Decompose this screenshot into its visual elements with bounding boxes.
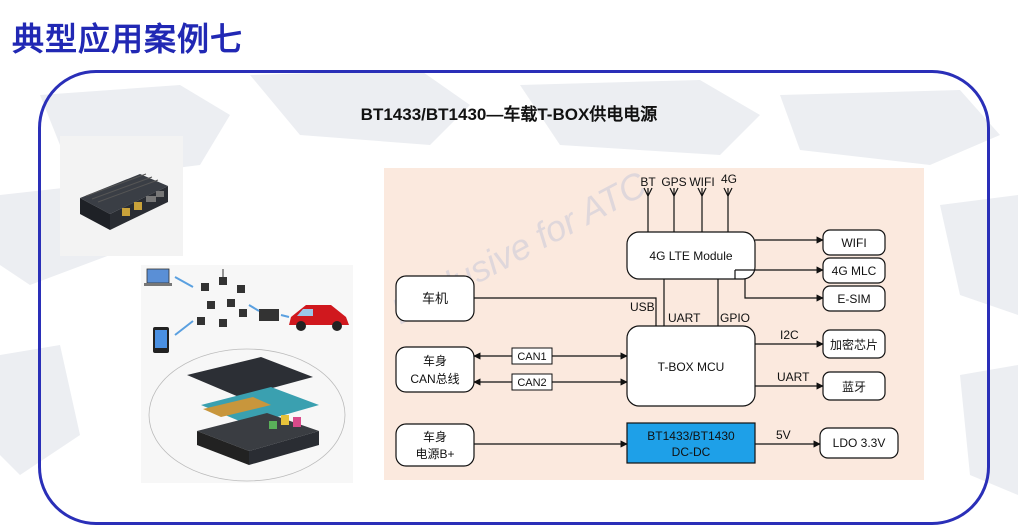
mlc-label: 4G MLC — [832, 264, 877, 278]
can2-label: CAN2 — [517, 377, 546, 389]
content-frame — [38, 70, 990, 525]
slide-title: 典型应用案例七 — [12, 20, 244, 58]
lte-module-label: 4G LTE Module — [649, 249, 732, 263]
can-bus-label-line2: CAN总线 — [410, 372, 459, 386]
ldo-label: LDO 3.3V — [833, 436, 886, 450]
can2-tag — [511, 373, 553, 391]
antenna-4g-label: 4G — [721, 172, 737, 186]
can-bus-label-line1: 车身 — [423, 353, 447, 368]
car-icon — [289, 305, 349, 331]
tbox-device-photo — [80, 173, 168, 230]
power-ic-box — [626, 422, 756, 464]
mcu-label: T-BOX MCU — [658, 360, 725, 374]
power-ic-label-line2: DC-DC — [672, 445, 711, 459]
antenna-gps-label: GPS — [661, 175, 686, 189]
esim-label: E-SIM — [837, 292, 870, 306]
wifi-label: WIFI — [841, 236, 866, 250]
tbox-small-icon — [259, 309, 279, 321]
can-bus-box — [395, 346, 475, 393]
power-source-label-line1: 车身 — [423, 429, 447, 444]
head-unit-label: 车机 — [422, 291, 448, 306]
panel-title: BT1433/BT1430—车载T-BOX供电电源 — [360, 105, 658, 124]
power-source-label-line2: 电源B+ — [415, 447, 454, 461]
tbox-exploded-view — [187, 357, 319, 465]
can1-tag — [511, 347, 553, 365]
network-nodes-icon — [197, 269, 247, 327]
5v-label: 5V — [776, 428, 791, 442]
uart-main-label: UART — [668, 311, 701, 325]
i2c-label: I2C — [780, 328, 799, 342]
lte-module-box — [626, 231, 756, 280]
power-source-box — [395, 423, 475, 467]
laptop-icon — [144, 268, 172, 286]
bluetooth-label: 蓝牙 — [842, 380, 866, 394]
application-illustration — [141, 265, 353, 483]
usb-label: USB — [630, 300, 655, 314]
gpio-label: GPIO — [720, 311, 750, 325]
uart-bt-label: UART — [777, 370, 810, 384]
mcu-box — [626, 325, 756, 407]
antenna-wifi-label: WIFI — [689, 175, 714, 189]
product-photo — [60, 136, 183, 256]
can1-label: CAN1 — [517, 351, 546, 363]
antenna-bt-label: BT — [640, 175, 656, 189]
power-ic-label-line1: BT1433/BT1430 — [647, 429, 735, 443]
smartphone-icon — [153, 327, 169, 353]
crypto-chip-label: 加密芯片 — [830, 337, 878, 352]
